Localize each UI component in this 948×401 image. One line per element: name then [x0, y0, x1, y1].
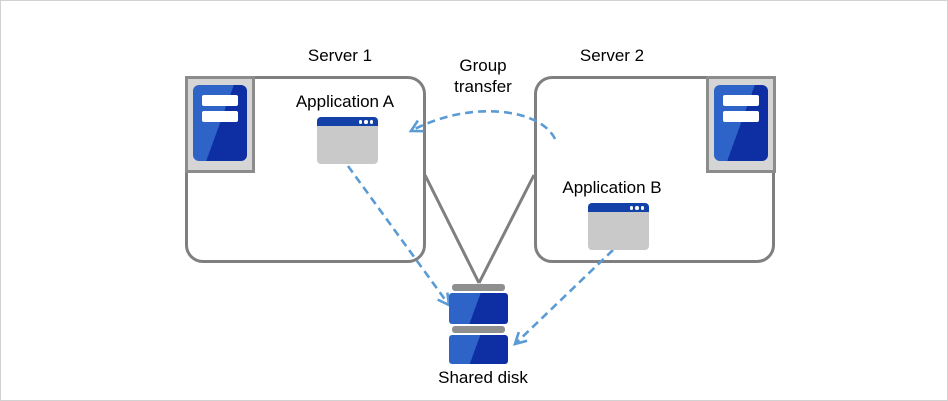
- server-tower-body: [193, 85, 247, 161]
- shared-disk-label: Shared disk: [438, 368, 528, 387]
- disk-drive: [449, 335, 508, 364]
- window-dots-icon: [358, 120, 373, 124]
- shared-disk-icon: [449, 284, 508, 364]
- disk-rail: [452, 326, 505, 333]
- window-body: [588, 212, 649, 250]
- tower-slot: [723, 111, 759, 122]
- tower-slot: [723, 95, 759, 106]
- tower-slot: [202, 111, 238, 122]
- server2-to-disk-line: [477, 174, 536, 284]
- window-titlebar: [317, 117, 378, 126]
- application-b-label: Application B: [562, 178, 662, 197]
- server2-label: Server 2: [579, 46, 645, 65]
- app-b-to-disk-arrow: [515, 249, 614, 344]
- group-transfer-arc-arrow: [411, 109, 557, 140]
- application-a-label: Application A: [295, 92, 395, 111]
- disk-rail: [452, 284, 505, 291]
- application-b-window-icon: [588, 203, 649, 250]
- server2-tower-icon: [706, 76, 776, 173]
- group-transfer-label: Group transfer: [454, 56, 512, 96]
- window-dots-icon: [629, 206, 644, 210]
- app-a-to-disk-arrow: [346, 165, 449, 305]
- server-tower-body: [714, 85, 768, 161]
- server1-to-disk-line: [423, 174, 481, 284]
- server1-label: Server 1: [307, 46, 373, 65]
- tower-slot: [202, 95, 238, 106]
- server1-tower-icon: [185, 76, 255, 173]
- disk-drive: [449, 293, 508, 324]
- application-a-window-icon: [317, 117, 378, 164]
- window-titlebar: [588, 203, 649, 212]
- window-body: [317, 126, 378, 164]
